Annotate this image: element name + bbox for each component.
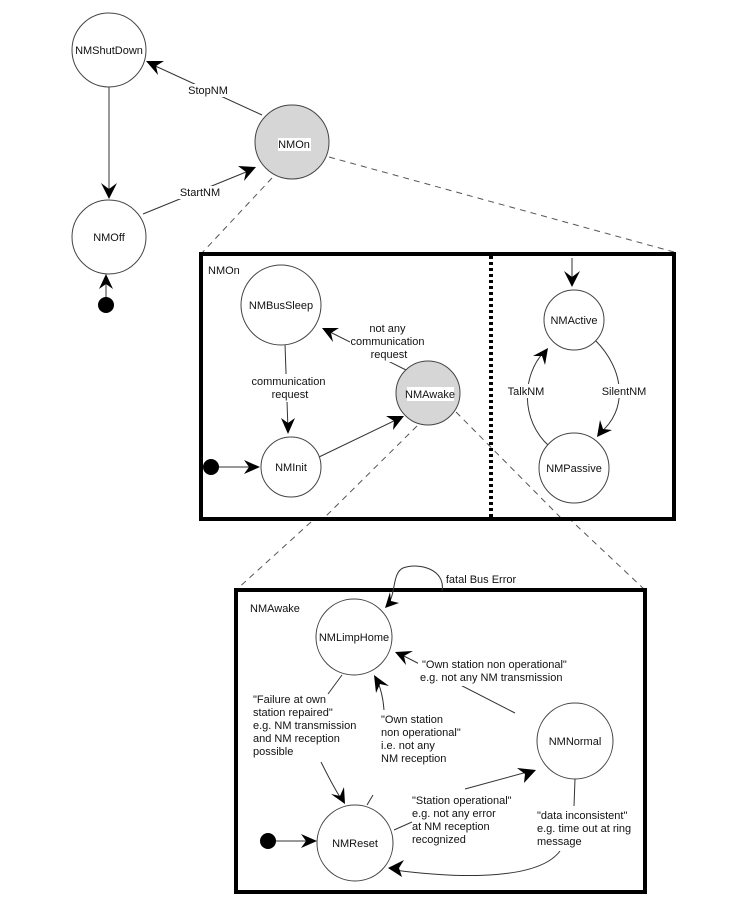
transition-label-fatal-bus-error: fatal Bus Error — [446, 574, 517, 586]
arrowhead-icon — [564, 271, 580, 287]
transition-label-normal-to-limphome: "Own station non operational" e.g. not a… — [420, 659, 570, 684]
arrowhead-icon — [244, 460, 260, 474]
transition-label-startnm: StartNM — [180, 187, 220, 199]
edge-limphome-reset — [327, 674, 343, 695]
nmawake-box-title: NMAwake — [250, 603, 300, 615]
state-nmbussleep[interactable] — [240, 264, 322, 346]
state-label-nmbussleep: NMBusSleep — [249, 300, 313, 312]
state-label-nmnormal: NMNormal — [549, 736, 602, 748]
arrowhead-icon — [395, 651, 413, 665]
transition-label-reset-to-normal: "Station operational" e.g. not any error… — [412, 795, 515, 846]
arrowhead-icon — [301, 834, 317, 848]
state-nmactive[interactable] — [543, 289, 605, 351]
state-label-nmpassive: NMPassive — [546, 463, 602, 475]
transition-label-limphome-to-reset: "Failure at own station repaired" e.g. N… — [253, 694, 359, 758]
edge-init-awake — [318, 417, 401, 458]
arrowhead-icon — [386, 416, 404, 430]
state-nminit[interactable] — [260, 436, 322, 498]
arrowhead-icon — [238, 166, 256, 181]
edge-reset-normal-upper — [464, 770, 532, 790]
state-label-nmon: NMOn — [278, 139, 310, 151]
state-label-nmactive: NMActive — [550, 315, 597, 327]
transition-label-talknm: TalkNM — [508, 386, 545, 398]
state-label-nmreset: NMReset — [332, 838, 378, 850]
transition-label-comm-request: communication request — [251, 376, 328, 401]
arrowhead-icon — [385, 592, 399, 608]
arrowhead-icon — [322, 328, 339, 342]
arrowhead-icon — [146, 61, 164, 75]
zoom-connector-nmon-right — [328, 156, 675, 253]
state-nmreset[interactable] — [316, 804, 394, 882]
initial-state-dot — [203, 459, 219, 475]
arrowhead-icon — [281, 418, 295, 434]
arrowhead-icon — [517, 768, 536, 783]
state-label-nmlimphome: NMLimpHome — [319, 632, 389, 644]
arrowhead-icon — [99, 274, 113, 289]
transition-label-stopnm: StopNM — [188, 85, 228, 97]
edge-normal-reset-upper — [573, 778, 576, 807]
state-nmpassive[interactable] — [538, 432, 610, 504]
edge-normal-reset-lower — [393, 850, 561, 877]
state-nmlimphome[interactable] — [315, 598, 393, 676]
transition-label-no-comm-request: not any communication request — [350, 323, 427, 361]
arrowhead-icon — [533, 348, 548, 365]
arrowhead-icon — [374, 675, 389, 693]
state-nmshutdown[interactable] — [71, 12, 147, 88]
state-label-nminit: NMInit — [275, 462, 307, 474]
edge-reset-limphome — [366, 794, 374, 806]
arrowhead-icon — [388, 860, 404, 877]
arrowhead-icon — [101, 183, 117, 199]
arrowhead-icon — [331, 787, 345, 804]
initial-state-dot — [98, 297, 114, 313]
state-label-nmoff: NMOff — [93, 232, 126, 244]
initial-state-dot — [260, 833, 276, 849]
arrowhead-icon — [597, 420, 612, 437]
nmon-composite-frame — [199, 252, 676, 521]
state-nmoff[interactable] — [71, 199, 147, 275]
transition-label-normal-to-reset: "data inconsistent" e.g. time out at rin… — [537, 810, 634, 848]
zoom-connector-nmawake-right-inner — [455, 411, 563, 520]
state-nmnormal[interactable] — [536, 702, 614, 780]
edge-fatal-bus-error — [387, 565, 443, 605]
transition-label-reset-to-limphome: "Own station non operational" i.e. not a… — [381, 714, 464, 765]
state-label-nmawake: NMAwake — [405, 389, 455, 401]
zoom-connector-nmawake-left-inner — [322, 425, 418, 520]
transition-label-silentnm: SilentNM — [602, 386, 647, 398]
nmawake-composite-frame — [234, 588, 647, 894]
edge-reset-normal — [393, 821, 413, 831]
nmon-box-title: NMOn — [208, 265, 240, 277]
state-label-nmshutdown: NMShutDown — [75, 45, 143, 57]
